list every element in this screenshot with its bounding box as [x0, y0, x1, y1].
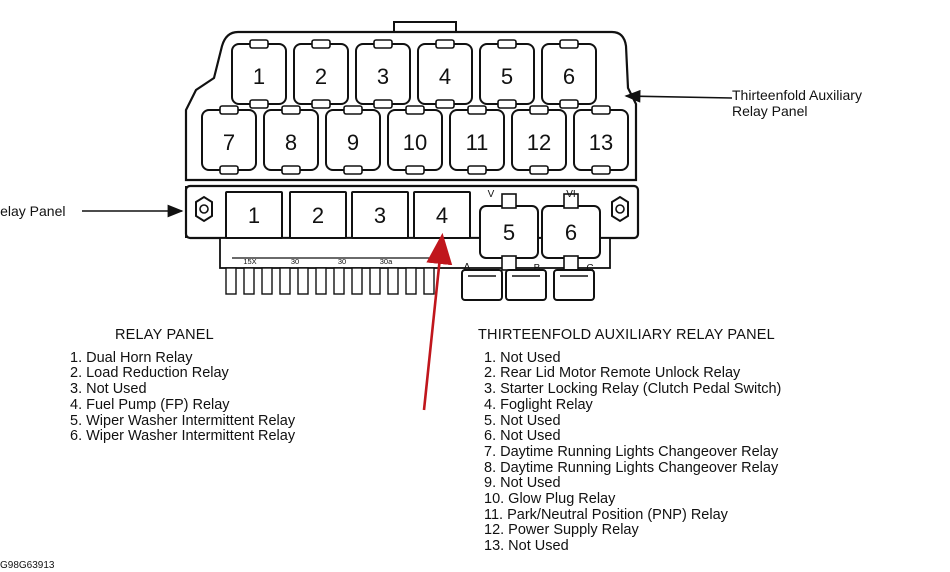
aux-panel-callout-line2: Relay Panel: [732, 103, 808, 119]
aux-relay-slot-4: 4: [417, 39, 473, 109]
legend-item: 10. Glow Plug Relay: [484, 491, 616, 508]
legend-item: 6. Not Used: [484, 428, 561, 445]
legend-item: 6. Wiper Washer Intermittent Relay: [70, 428, 296, 445]
legend-item: 3. Not Used: [70, 381, 147, 398]
connector-label: B: [534, 263, 541, 274]
connector-C: C: [553, 263, 595, 301]
hex-nut-right: [611, 195, 629, 223]
aux-relay-slot-8: 8: [263, 105, 319, 175]
legend-item: 9. Not Used: [484, 475, 561, 492]
legend-item: 7. Daytime Running Lights Changeover Rel…: [484, 443, 779, 460]
legend-item: 5. Not Used: [484, 412, 561, 429]
terminal-pin: [279, 267, 291, 295]
relay-panel-callout: Relay Panel: [0, 203, 66, 219]
main-relay-number: 5: [503, 220, 515, 245]
aux-relay-slot-5: 5: [479, 39, 535, 109]
legend-item: 2. Rear Lid Motor Remote Unlock Relay: [484, 365, 741, 382]
aux-relay-number: 2: [315, 64, 327, 89]
connector-B: B: [505, 263, 547, 301]
aux-relay-slot-6: 6: [541, 39, 597, 109]
main-relay-number: 4: [436, 203, 448, 228]
legend-item: 8. Daytime Running Lights Changeover Rel…: [484, 459, 779, 476]
aux-relay-slot-7: 7: [201, 105, 257, 175]
legend-item: 2. Load Reduction Relay: [70, 365, 229, 382]
aux-relay-slot-9: 9: [325, 105, 381, 175]
legend-item: 4. Foglight Relay: [484, 396, 593, 413]
terminal-pin: [315, 267, 327, 295]
highlight-arrow-relay-4: [422, 232, 453, 411]
main-relay-number: 3: [374, 203, 386, 228]
connector-label: C: [586, 263, 593, 274]
aux-panel-legend: THIRTEENFOLD AUXILIARY RELAY PANEL 1. No…: [478, 327, 782, 555]
terminal-label: 30: [291, 257, 299, 266]
terminal-pin: [369, 267, 381, 295]
aux-relay-slot-1: 1: [231, 39, 287, 109]
fuse-marker: V: [488, 189, 495, 200]
terminal-pin: [333, 267, 345, 295]
main-relay-slot-2: 2: [289, 191, 347, 239]
main-relay-slot-1: 1: [225, 191, 283, 239]
legend-item: 5. Wiper Washer Intermittent Relay: [70, 412, 296, 429]
aux-relay-number: 12: [527, 130, 551, 155]
terminal-pin: [423, 267, 435, 295]
terminal-pin: [297, 267, 309, 295]
aux-relay-number: 3: [377, 64, 389, 89]
legend-item: 4. Fuel Pump (FP) Relay: [70, 396, 230, 413]
main-relay-slot-5: 5: [479, 193, 539, 271]
aux-panel-legend-title: THIRTEENFOLD AUXILIARY RELAY PANEL: [478, 327, 775, 343]
aux-relay-number: 10: [403, 130, 427, 155]
aux-relay-number: 9: [347, 130, 359, 155]
legend-item: 11. Park/Neutral Position (PNP) Relay: [484, 506, 728, 523]
main-relay-number: 1: [248, 203, 260, 228]
main-relay-slot-4: 4: [413, 191, 471, 239]
terminal-pin: [261, 267, 273, 295]
relay-panel-legend-title: RELAY PANEL: [115, 327, 214, 343]
aux-relay-slot-3: 3: [355, 39, 411, 109]
legend-item: 13. Not Used: [484, 538, 569, 555]
legend-item: 1. Dual Horn Relay: [70, 349, 193, 366]
terminal-pin: [405, 267, 417, 295]
main-relay-slot-6: 6: [541, 193, 601, 271]
legend-item: 3. Starter Locking Relay (Clutch Pedal S…: [484, 381, 782, 398]
main-relay-slot-3: 3: [351, 191, 409, 239]
aux-relay-number: 8: [285, 130, 297, 155]
legend-item: 1. Not Used: [484, 349, 561, 366]
terminal-pin: [225, 267, 237, 295]
aux-relay-number: 7: [223, 130, 235, 155]
aux-relay-slot-13: 13: [573, 105, 629, 175]
connector-label: A: [464, 262, 471, 273]
aux-relay-slot-2: 2: [293, 39, 349, 109]
aux-panel-callout-arrow: [624, 89, 733, 103]
terminal-pin: [351, 267, 363, 295]
terminal-pin: [243, 267, 255, 295]
aux-relay-number: 11: [466, 130, 489, 155]
aux-relay-slot-11: 11: [449, 105, 505, 175]
aux-relay-number: 4: [439, 64, 451, 89]
main-relay-number: 6: [565, 220, 577, 245]
aux-panel-callout-line1: Thirteenfold Auxiliary: [732, 87, 862, 103]
legend-item: 12. Power Supply Relay: [484, 522, 639, 539]
aux-relay-slot-10: 10: [387, 105, 443, 175]
aux-relay-number: 6: [563, 64, 575, 89]
terminal-label: 30: [338, 257, 346, 266]
aux-relay-slot-12: 12: [511, 105, 567, 175]
aux-panel-callout: Thirteenfold Auxiliary Relay Panel: [732, 87, 862, 119]
terminal-pin: [387, 267, 399, 295]
aux-relay-number: 13: [589, 130, 613, 155]
aux-relay-number: 5: [501, 64, 513, 89]
main-relay-number: 2: [312, 203, 324, 228]
aux-relay-number: 1: [253, 64, 265, 89]
figure-id: G98G63913: [0, 560, 55, 571]
terminal-label: 30a: [380, 257, 393, 266]
terminal-label: 15X: [243, 257, 256, 266]
hex-nut-left: [195, 195, 213, 223]
fuse-marker: VI: [566, 189, 575, 200]
connector-A: A: [461, 262, 503, 301]
